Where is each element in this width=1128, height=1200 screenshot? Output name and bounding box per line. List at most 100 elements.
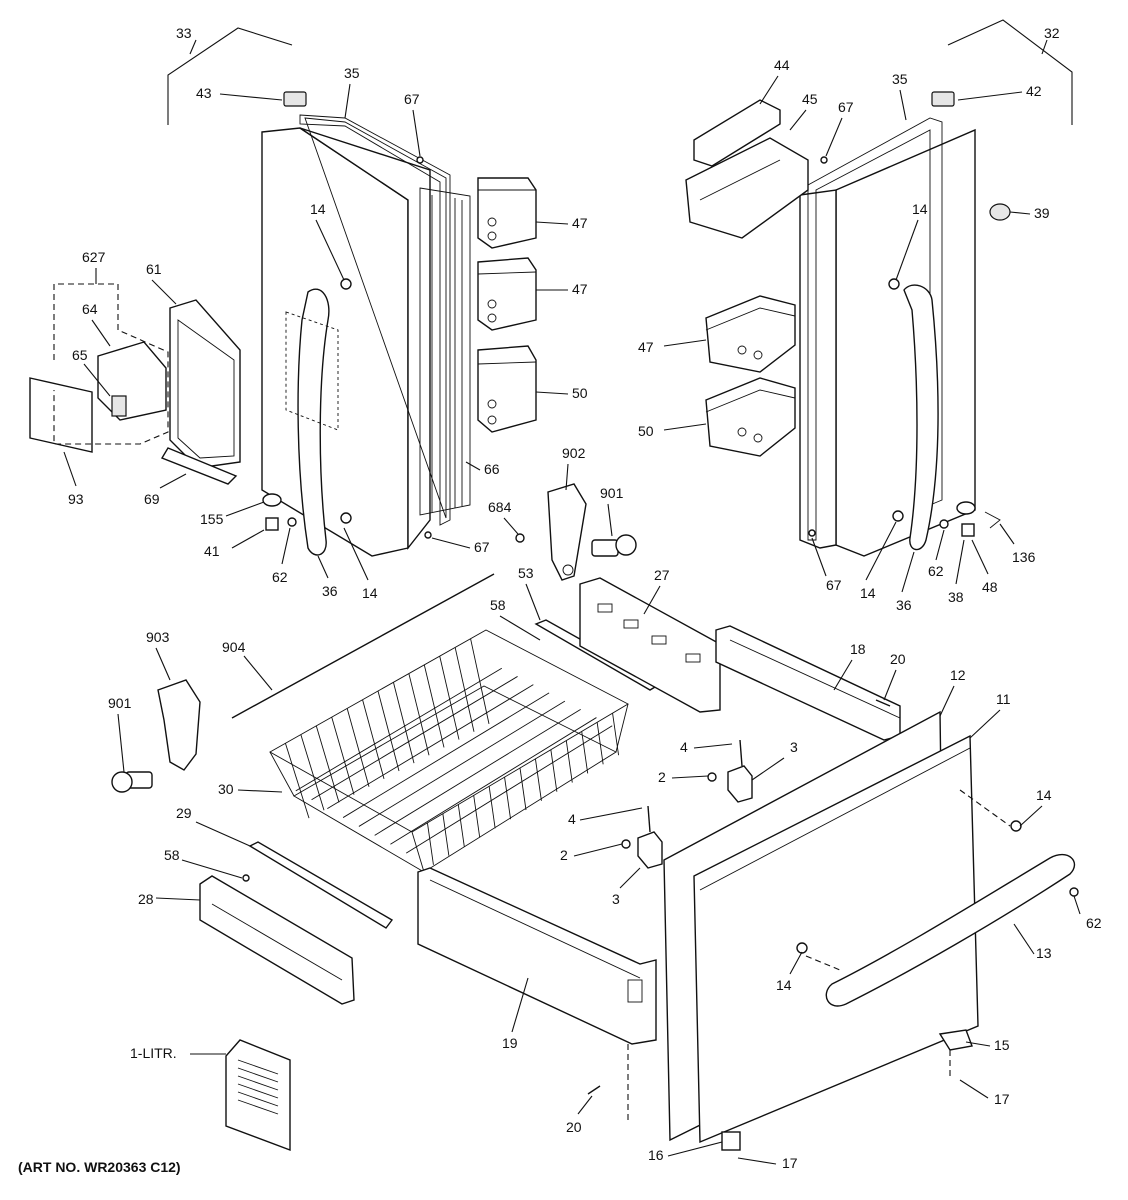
leader-53 xyxy=(525,583,541,621)
callout-62b: 62 xyxy=(928,563,944,579)
leader-11 xyxy=(969,709,1001,739)
callout-15: 15 xyxy=(994,1037,1010,1053)
leader-684 xyxy=(503,517,519,535)
callout-50a: 50 xyxy=(572,385,588,401)
leader-901b xyxy=(117,713,125,773)
leader-18 xyxy=(833,659,853,691)
callout-35a: 35 xyxy=(344,65,360,81)
leader-14e xyxy=(1019,805,1043,827)
callout-69: 69 xyxy=(144,491,160,507)
leader-12 xyxy=(939,685,955,717)
leader-2b xyxy=(573,843,623,857)
rear-slide-parts xyxy=(534,577,721,713)
leader-45 xyxy=(789,109,807,131)
leader-47c xyxy=(663,339,707,347)
leader-58b xyxy=(181,859,243,879)
right-door-bins xyxy=(705,295,796,457)
leader-904 xyxy=(243,655,273,691)
bracket-32 xyxy=(947,19,1073,125)
leader-43 xyxy=(219,93,283,101)
leader-15 xyxy=(965,1041,991,1047)
callout-4a: 4 xyxy=(680,739,688,755)
leader-61 xyxy=(151,279,177,305)
callout-14c: 14 xyxy=(362,585,378,601)
bracket-33 xyxy=(167,27,293,125)
callout-29: 29 xyxy=(176,805,192,821)
leader-38 xyxy=(955,539,965,585)
callout-902: 902 xyxy=(562,445,586,461)
leader-36b xyxy=(901,551,915,593)
leader-17b xyxy=(737,1157,777,1165)
leader-3a xyxy=(751,757,785,781)
callout-901a: 901 xyxy=(600,485,624,501)
leader-67c xyxy=(431,537,471,549)
leader-48 xyxy=(971,539,989,575)
door-cam-parts xyxy=(283,91,1011,221)
leader-41 xyxy=(231,529,265,549)
leader-69 xyxy=(159,473,187,489)
leader-50b xyxy=(663,423,707,431)
callout-36a: 36 xyxy=(322,583,338,599)
callout-42: 42 xyxy=(1026,83,1042,99)
freezer-feet xyxy=(587,699,1079,1151)
callout-28: 28 xyxy=(138,891,154,907)
callout-14a: 14 xyxy=(310,201,326,217)
callout-17a: 17 xyxy=(994,1091,1010,1107)
leader-13 xyxy=(1013,923,1035,955)
leader-36a xyxy=(317,555,329,579)
callout-1litr: 1-LITR. xyxy=(130,1045,177,1061)
left-door-bins xyxy=(477,177,537,433)
callout-14b: 14 xyxy=(912,201,928,217)
leader-93 xyxy=(63,451,77,487)
leader-4a xyxy=(693,743,733,749)
leader-67a xyxy=(412,109,421,157)
leader-44 xyxy=(759,75,779,105)
callout-58a: 58 xyxy=(490,597,506,613)
callout-11: 11 xyxy=(996,691,1011,707)
callout-66: 66 xyxy=(484,461,500,477)
leader-64 xyxy=(91,319,111,347)
small-hardware xyxy=(262,156,1001,543)
callout-44: 44 xyxy=(774,57,790,73)
wire-basket xyxy=(269,629,629,873)
callout-32: 32 xyxy=(1044,25,1060,41)
callout-50b: 50 xyxy=(638,423,654,439)
callout-627: 627 xyxy=(82,249,106,265)
callout-14f: 14 xyxy=(776,977,792,993)
leader-4b xyxy=(579,807,643,821)
callout-20b: 20 xyxy=(566,1119,582,1135)
callout-27: 27 xyxy=(654,567,670,583)
callout-136: 136 xyxy=(1012,549,1036,565)
leader-29 xyxy=(195,821,251,847)
leader-65 xyxy=(83,363,111,397)
dairy-bin-assembly xyxy=(685,99,809,239)
leader-2a xyxy=(671,775,709,779)
left-door-assembly xyxy=(261,114,471,557)
callout-35b: 35 xyxy=(892,71,908,87)
callout-14e: 14 xyxy=(1036,787,1052,803)
left-rail-19 xyxy=(417,867,657,1045)
freezer-door-assembly xyxy=(663,710,1076,1144)
leader-14d xyxy=(865,521,897,581)
leader-14a xyxy=(315,219,345,281)
leader-66 xyxy=(465,461,481,471)
callout-901b: 901 xyxy=(108,695,132,711)
callout-38: 38 xyxy=(948,589,964,605)
leader-62c xyxy=(1073,895,1081,915)
callout-64: 64 xyxy=(82,301,98,317)
callout-67b: 67 xyxy=(838,99,854,115)
leader-27 xyxy=(643,585,661,615)
callout-13: 13 xyxy=(1036,945,1052,961)
leader-901a xyxy=(607,503,613,537)
dispenser-parts xyxy=(29,283,241,485)
callout-2a: 2 xyxy=(658,769,666,785)
callout-62a: 62 xyxy=(272,569,288,585)
leader-62b xyxy=(935,529,945,561)
callout-48: 48 xyxy=(982,579,998,595)
callout-4b: 4 xyxy=(568,811,576,827)
callout-19: 19 xyxy=(502,1035,518,1051)
callout-39: 39 xyxy=(1034,205,1050,221)
callout-67a: 67 xyxy=(404,91,420,107)
